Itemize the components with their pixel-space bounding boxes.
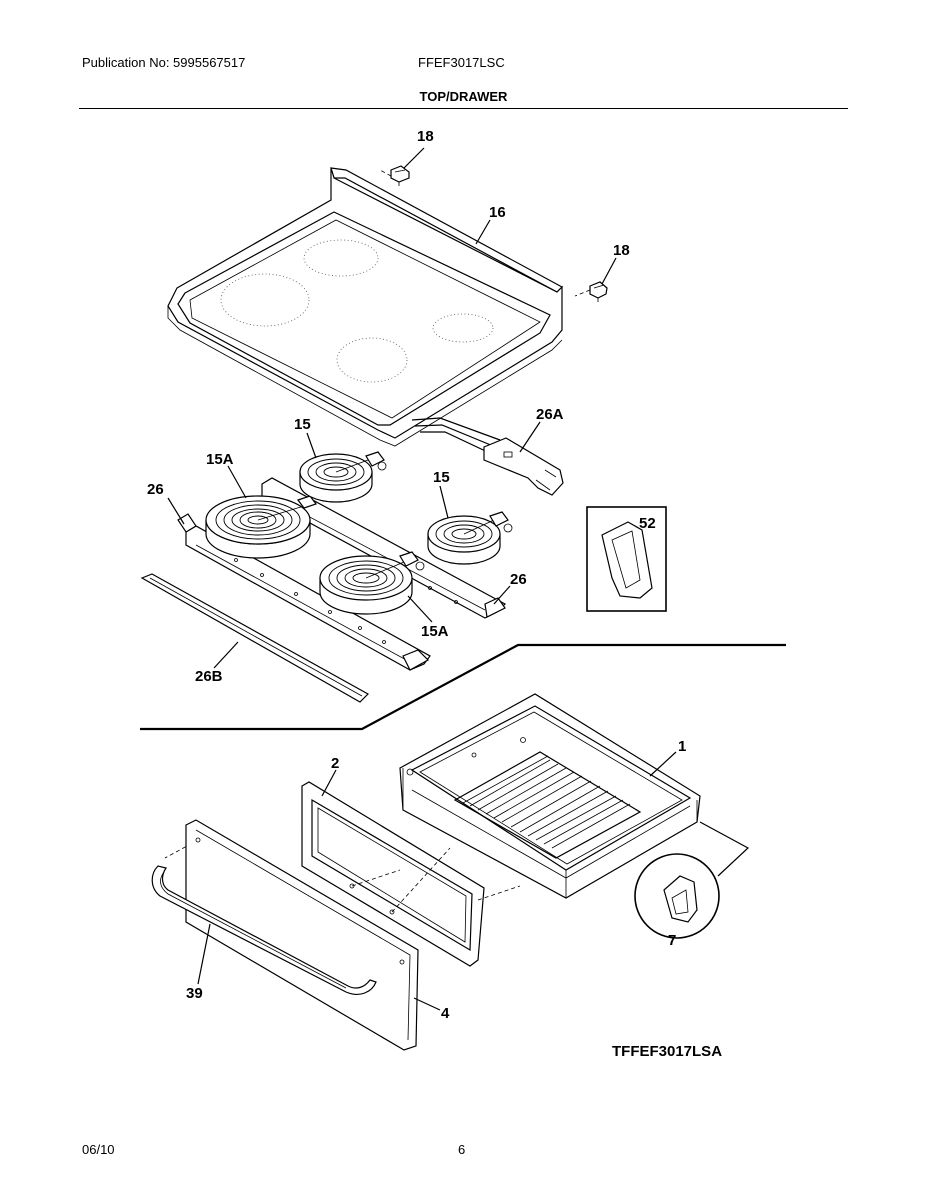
model-number: FFEF3017LSC bbox=[418, 55, 505, 70]
callout-15a-front: 15A bbox=[421, 623, 449, 640]
section-divider-line bbox=[140, 643, 786, 731]
radiant-element-small-rear bbox=[299, 451, 387, 503]
callout-7: 7 bbox=[668, 932, 676, 949]
radiant-element-small-right bbox=[427, 511, 513, 565]
callout-26-left: 26 bbox=[147, 481, 164, 498]
cooktop-glass-top bbox=[167, 167, 563, 447]
drawer-box bbox=[399, 693, 701, 899]
callout-18-right: 18 bbox=[613, 242, 630, 259]
page-number: 6 bbox=[458, 1142, 466, 1157]
header-rule bbox=[79, 108, 848, 109]
radiant-element-large-left bbox=[205, 495, 317, 559]
callout-15-right: 15 bbox=[433, 469, 450, 486]
publication-number: Publication No: 5995567517 bbox=[82, 55, 246, 70]
front-trim-strip bbox=[140, 573, 369, 703]
drawer-handle bbox=[151, 865, 377, 995]
radiant-element-large-front bbox=[319, 551, 425, 615]
mounting-bracket-left bbox=[379, 165, 410, 186]
element-bracket-rail-front bbox=[177, 513, 431, 671]
callout-2: 2 bbox=[331, 755, 339, 772]
callout-18-top: 18 bbox=[417, 128, 434, 145]
inset-box-clip bbox=[586, 506, 667, 612]
wiring-harness bbox=[411, 417, 564, 496]
callout-26b: 26B bbox=[195, 668, 223, 685]
callout-52: 52 bbox=[639, 515, 656, 532]
rail-holes bbox=[234, 558, 458, 644]
drawer-inner-frame bbox=[301, 781, 485, 967]
footer-date: 06/10 bbox=[82, 1142, 115, 1157]
callout-26-right: 26 bbox=[510, 571, 527, 588]
inset-circle-drawer-glide bbox=[634, 821, 750, 939]
section-title: TOP/DRAWER bbox=[419, 89, 508, 104]
callout-15a-left: 15A bbox=[206, 451, 234, 468]
callout-26a: 26A bbox=[536, 406, 564, 423]
callout-15-rear: 15 bbox=[294, 416, 311, 433]
mounting-bracket-right bbox=[574, 281, 608, 302]
figure-id: TFFEF3017LSA bbox=[612, 1043, 723, 1060]
callout-39: 39 bbox=[186, 985, 203, 1002]
callout-16: 16 bbox=[489, 204, 506, 221]
leader-lines bbox=[167, 147, 677, 1011]
callout-1: 1 bbox=[678, 738, 686, 755]
callout-4: 4 bbox=[441, 1005, 450, 1022]
